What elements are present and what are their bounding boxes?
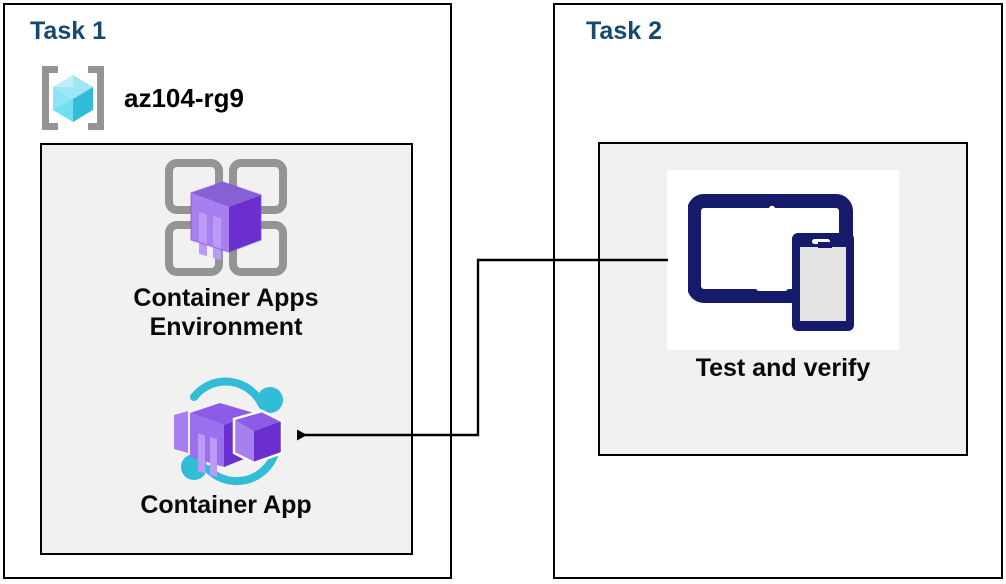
task-2-title: Task 2 xyxy=(586,17,662,45)
container-app-icon xyxy=(158,375,294,487)
test-and-verify-label: Test and verify xyxy=(695,354,871,382)
node-test-and-verify: Test and verify xyxy=(618,170,948,383)
container-apps-environment-label: Container Apps Environment xyxy=(133,284,319,341)
test-and-verify-icon-backdrop xyxy=(667,170,899,350)
container-app-label: Container App xyxy=(140,491,312,519)
node-container-app: Container App xyxy=(56,375,396,520)
test-and-verify-devices-icon xyxy=(688,185,878,335)
resource-group-icon xyxy=(36,62,110,134)
resource-group-label: az104-rg9 xyxy=(124,82,244,113)
container-apps-environment-icon xyxy=(161,155,291,280)
resource-group-row: az104-rg9 xyxy=(36,62,336,134)
node-container-apps-environment: Container Apps Environment xyxy=(56,155,396,342)
task-1-title: Task 1 xyxy=(30,17,106,45)
